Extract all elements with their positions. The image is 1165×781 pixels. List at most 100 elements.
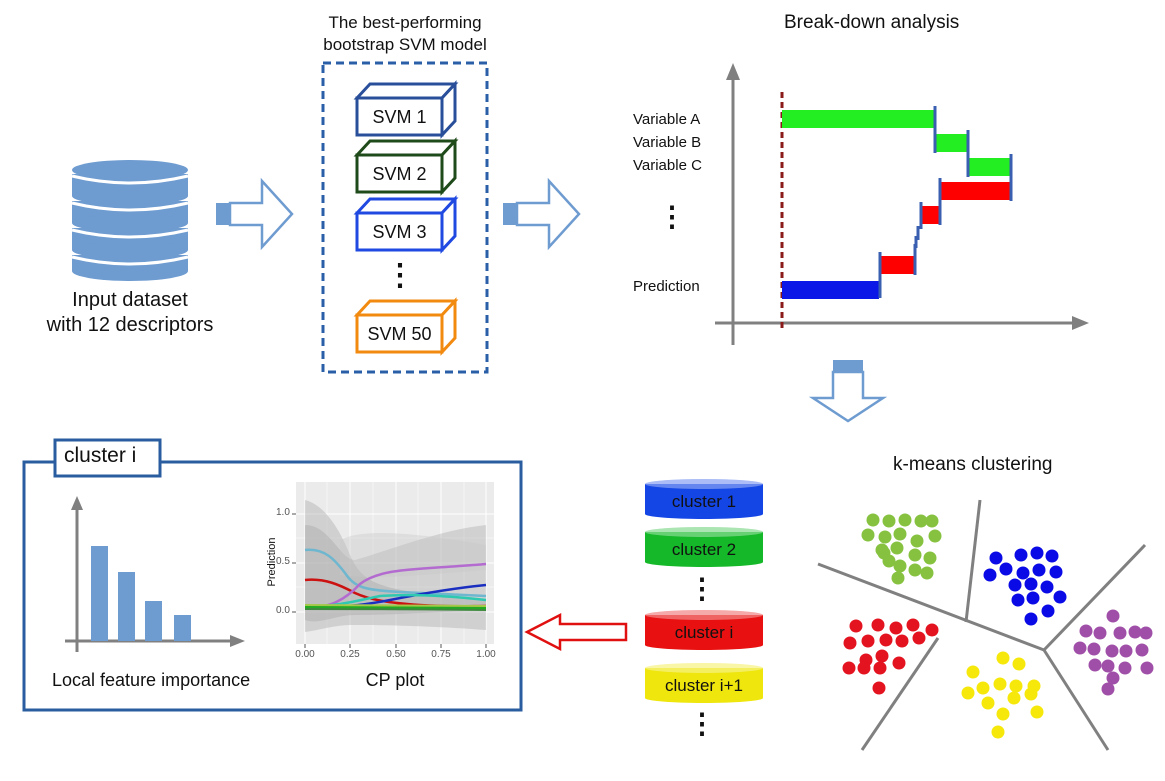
clusters-ellipsis-1: ⋮ — [688, 573, 716, 604]
svm-ensemble-frame — [321, 61, 489, 374]
voronoi-lines — [817, 499, 1147, 751]
kmeans-point — [842, 661, 856, 675]
kmeans-point — [875, 649, 889, 663]
kmeans-point — [1093, 626, 1107, 640]
kmeans-point — [857, 661, 871, 675]
kmeans-point — [925, 514, 939, 528]
cp-ytick-1: 1.0 — [276, 507, 290, 518]
kmeans-point — [878, 530, 892, 544]
kmeans-point — [1008, 578, 1022, 592]
svm-2-label: SVM 2 — [372, 164, 427, 184]
kmeans-point — [866, 513, 880, 527]
svm-box-3 — [353, 195, 459, 254]
bar-variable-a — [782, 110, 935, 128]
kmeans-point — [1079, 624, 1093, 638]
kmeans-point — [1139, 626, 1153, 640]
kmeans-point — [1040, 580, 1054, 594]
kmeans-point — [879, 633, 893, 647]
cluster-panel-tab — [53, 438, 162, 478]
kmeans-point — [1045, 549, 1059, 563]
cluster-cylinder-2 — [645, 527, 763, 567]
kmeans-point — [1049, 565, 1063, 579]
feature-importance-label: Local feature importance — [52, 670, 251, 690]
breakdown-chart — [715, 63, 1089, 345]
cp-xtick-100: 1.00 — [476, 649, 496, 660]
kmeans-point — [981, 696, 995, 710]
breakdown-variable-c: Variable C — [633, 157, 702, 174]
flow-arrow-2 — [503, 177, 581, 251]
kmeans-point — [966, 665, 980, 679]
kmeans-point — [983, 568, 997, 582]
kmeans-point — [908, 563, 922, 577]
kmeans-point — [843, 636, 857, 650]
kmeans-point — [889, 621, 903, 635]
svm-ensemble-title: The best-performing bootstrap SVM model — [300, 12, 510, 56]
kmeans-point — [882, 514, 896, 528]
kmeans-point — [861, 634, 875, 648]
kmeans-point — [1016, 566, 1030, 580]
kmeans-point — [976, 681, 990, 695]
kmeans-point — [991, 725, 1005, 739]
kmeans-point — [914, 514, 928, 528]
kmeans-point — [925, 623, 939, 637]
kmeans-point — [871, 618, 885, 632]
breakdown-ellipsis: ⋮ — [658, 201, 686, 232]
kmeans-point — [1014, 548, 1028, 562]
kmeans-point — [1007, 691, 1021, 705]
database-icon — [71, 160, 189, 281]
kmeans-point — [1113, 626, 1127, 640]
kmeans-point — [989, 551, 1003, 565]
breakdown-prediction-label: Prediction — [633, 278, 700, 295]
input-dataset-label: Input dataset with 12 descriptors — [30, 288, 230, 338]
kmeans-point — [891, 571, 905, 585]
clusters-stack — [645, 479, 763, 703]
cluster-i1-label: cluster i+1 — [665, 676, 743, 695]
importance-bar-3 — [145, 601, 162, 641]
kmeans-point — [912, 631, 926, 645]
kmeans-point — [893, 559, 907, 573]
kmeans-point — [892, 656, 906, 670]
svm-title-line1: The best-performing — [328, 13, 482, 32]
bar-prediction — [782, 281, 879, 299]
kmeans-point — [890, 541, 904, 555]
kmeans-point — [1106, 671, 1120, 685]
cluster-i-label: cluster i — [674, 623, 734, 642]
kmeans-point — [1087, 642, 1101, 656]
bar-neg-3 — [880, 256, 915, 274]
feature-importance-chart — [65, 496, 245, 652]
cp-plot-label: CP plot — [365, 670, 425, 690]
kmeans-point — [961, 686, 975, 700]
cluster-2-label: cluster 2 — [671, 540, 737, 559]
clusters-ellipsis-2: ⋮ — [688, 708, 716, 739]
kmeans-point — [1118, 661, 1132, 675]
kmeans-point — [906, 618, 920, 632]
svm-ellipsis: ⋮ — [385, 259, 415, 292]
input-dataset-line1: Input dataset — [72, 289, 188, 311]
breakdown-variable-b: Variable B — [633, 134, 702, 151]
kmeans-point — [1030, 546, 1044, 560]
kmeans-point — [999, 562, 1013, 576]
kmeans-point — [928, 529, 942, 543]
flow-arrow-3 — [808, 360, 888, 423]
svm-box-2 — [353, 137, 459, 196]
kmeans-point — [1024, 577, 1038, 591]
kmeans-point — [1101, 682, 1115, 696]
kmeans-point — [1011, 593, 1025, 607]
kmeans-title: k-means clustering — [893, 454, 1053, 475]
kmeans-point — [1106, 609, 1120, 623]
cp-xtick-050: 0.50 — [386, 649, 406, 660]
cp-plot — [292, 482, 494, 648]
kmeans-point — [875, 543, 889, 557]
kmeans-point — [993, 677, 1007, 691]
kmeans-point — [1009, 679, 1023, 693]
kmeans-point — [893, 527, 907, 541]
svm-box-50 — [353, 297, 459, 356]
kmeans-point — [1128, 625, 1142, 639]
kmeans-point — [1024, 612, 1038, 626]
kmeans-point — [1026, 591, 1040, 605]
cp-xtick-0: 0.00 — [295, 649, 315, 660]
input-dataset-line2: with 12 descriptors — [46, 314, 214, 336]
cp-xtick-025: 0.25 — [340, 649, 360, 660]
svm-50-label: SVM 50 — [367, 324, 432, 344]
importance-bar-4 — [174, 615, 191, 641]
